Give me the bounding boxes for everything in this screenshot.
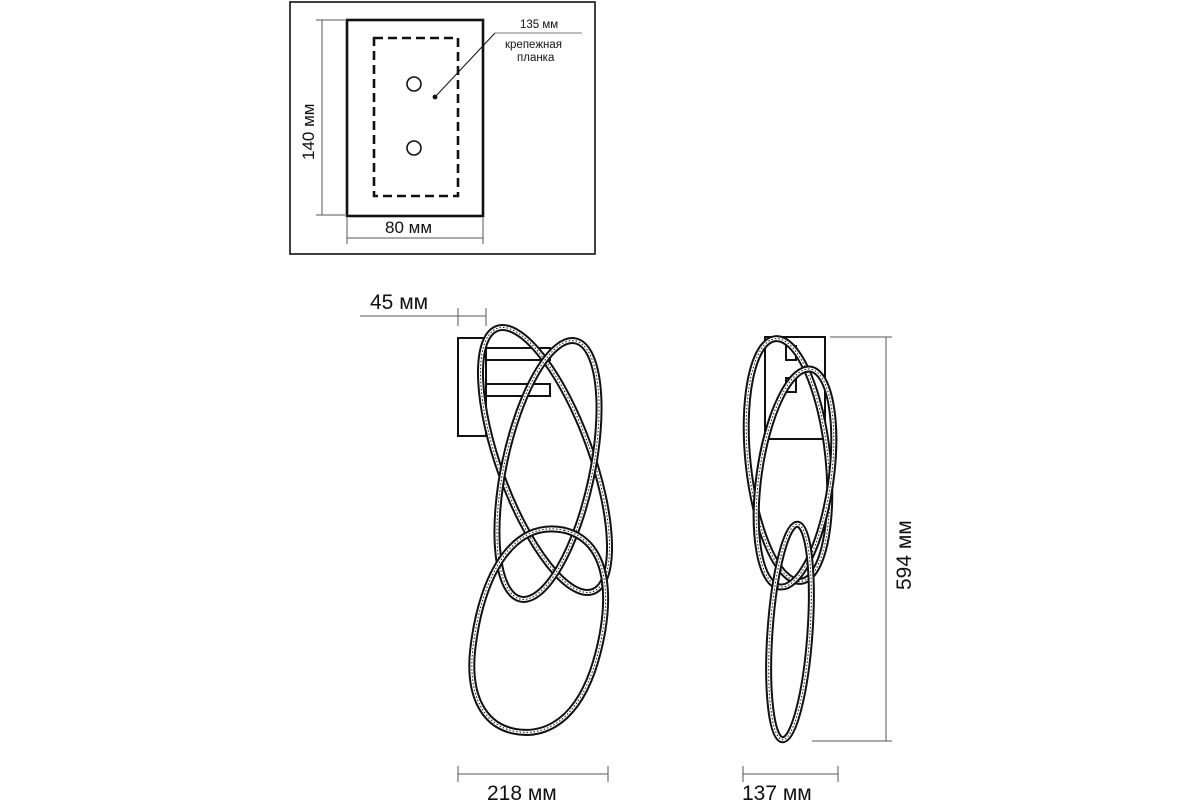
screw-hole-top: [406, 76, 422, 92]
depth-label: 45 мм: [370, 291, 428, 314]
side-ring-upper-front: [493, 337, 603, 603]
side-arm-bottom: [485, 383, 551, 397]
inset-frame: [289, 1, 596, 255]
front-ring-upper-front: [752, 365, 838, 591]
front-width-label: 137 мм: [742, 782, 812, 800]
side-width-label: 218 мм: [487, 782, 557, 800]
side-ring-lower: [468, 525, 610, 736]
plate-name-label-1: крепежная: [505, 39, 562, 51]
plate-width-label: 80 мм: [385, 218, 432, 237]
mounting-plate-dashed: [372, 36, 460, 198]
front-ring-upper-back: [742, 335, 834, 585]
leader-line: [434, 32, 496, 98]
front-height-label: 594 мм: [893, 520, 916, 590]
plate-length-label: 135 мм: [520, 19, 558, 31]
mounting-plate-view: 135 мм крепежная планка 140 мм 80 мм: [289, 1, 596, 255]
side-view: 45 мм 218 мм: [360, 291, 614, 800]
front-ring-lower: [765, 520, 815, 744]
front-view: 594 мм 137 мм: [742, 335, 916, 800]
screw-hole-bottom: [406, 140, 422, 156]
wall-base-outline: [345, 18, 485, 218]
plate-height-label: 140 мм: [299, 104, 318, 160]
plate-name-label-2: планка: [517, 52, 555, 64]
